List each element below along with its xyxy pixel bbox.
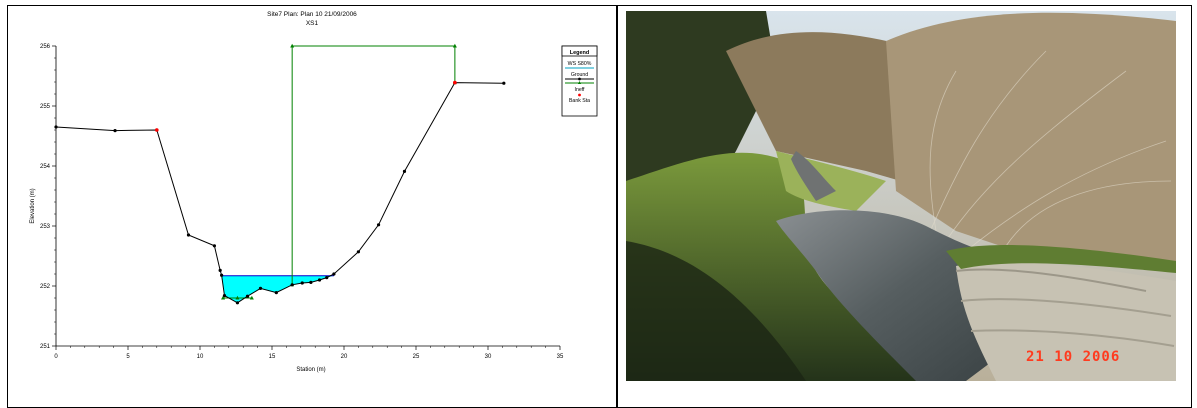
ground-point — [186, 233, 191, 237]
ground-point — [290, 283, 294, 287]
bank-station-point — [453, 80, 457, 85]
bank-station-point — [155, 128, 159, 132]
y-tick-label-5: 256 — [40, 44, 51, 50]
ground-point — [245, 294, 250, 298]
legend-entry-ws: WS S80% — [568, 61, 592, 67]
y-tick-label-0: 251 — [40, 344, 51, 350]
ground-point — [54, 125, 58, 129]
ground-point — [258, 286, 263, 290]
ineff-marker — [290, 43, 295, 48]
chart-legend: Legend WS S80% Ground Ineff Bank Sta — [561, 45, 598, 117]
ground-point — [113, 129, 117, 133]
ground-point — [332, 272, 336, 276]
ground-point — [235, 301, 240, 305]
legend-ground-marker — [578, 77, 581, 81]
x-tick-label-5: 25 — [413, 354, 420, 360]
ground-point — [220, 273, 224, 277]
x-tick-label-3: 15 — [269, 354, 276, 360]
y-tick-label-3: 254 — [40, 164, 51, 170]
ineff-marker — [221, 295, 226, 300]
ground-point — [376, 223, 381, 227]
x-tick-label-6: 30 — [485, 354, 492, 360]
ground-point — [317, 278, 322, 282]
legend-entry-bank: Bank Sta — [569, 98, 590, 104]
ineff-marker — [249, 295, 254, 300]
chart-subtitle: XS1 — [306, 20, 319, 27]
ground-line — [55, 82, 504, 304]
legend-bank-marker — [578, 93, 581, 97]
photo-illustration — [626, 11, 1176, 381]
plot-area: 0 5 10 15 20 25 30 35 251 252 253 254 255 256 — [40, 43, 564, 360]
ineff-marker — [452, 43, 457, 48]
legend-entry-ground: Ground — [571, 72, 588, 78]
ineff-line-0 — [291, 45, 456, 285]
chart-title: Site7 Plan: Plan 10 21/09/2006 — [267, 11, 357, 18]
ground-point — [274, 291, 278, 295]
y-tick-label-2: 253 — [40, 224, 51, 230]
legend-entry-ineff: Ineff — [575, 87, 586, 93]
x-tick-label-4: 20 — [341, 354, 348, 360]
ground-point — [300, 281, 304, 285]
ground-point — [402, 169, 407, 173]
legend-ineff-marker — [578, 81, 581, 84]
chart-panel: Site7 Plan: Plan 10 21/09/2006 XS1 0 5 10 1… — [7, 5, 617, 408]
legend-title: Legend — [570, 50, 590, 56]
ground-point — [212, 244, 216, 248]
x-axis-label: Station (m) — [296, 367, 325, 373]
x-tick-label-1: 5 — [126, 354, 130, 360]
photo-panel: 21 10 2006 — [617, 5, 1192, 408]
y-axis-label: Elevation (m) — [30, 188, 36, 223]
ground-point — [218, 268, 222, 272]
x-tick-label-0: 0 — [54, 354, 58, 360]
x-tick-label-2: 10 — [197, 354, 204, 360]
ground-point — [356, 250, 360, 254]
ground-point — [502, 81, 506, 85]
ground-point — [325, 276, 329, 280]
ground-point — [222, 294, 227, 298]
photo-date-stamp: 21 10 2006 — [1026, 349, 1121, 365]
ineff-marker — [235, 295, 240, 300]
cross-section-chart: Site7 Plan: Plan 10 21/09/2006 XS1 0 5 10 1… — [30, 11, 598, 373]
ground-point — [309, 280, 313, 284]
y-tick-label-1: 252 — [40, 284, 51, 290]
y-tick-label-4: 255 — [40, 104, 51, 110]
river-bank-photo: 21 10 2006 — [626, 11, 1176, 381]
x-tick-label-7: 35 — [557, 354, 564, 360]
